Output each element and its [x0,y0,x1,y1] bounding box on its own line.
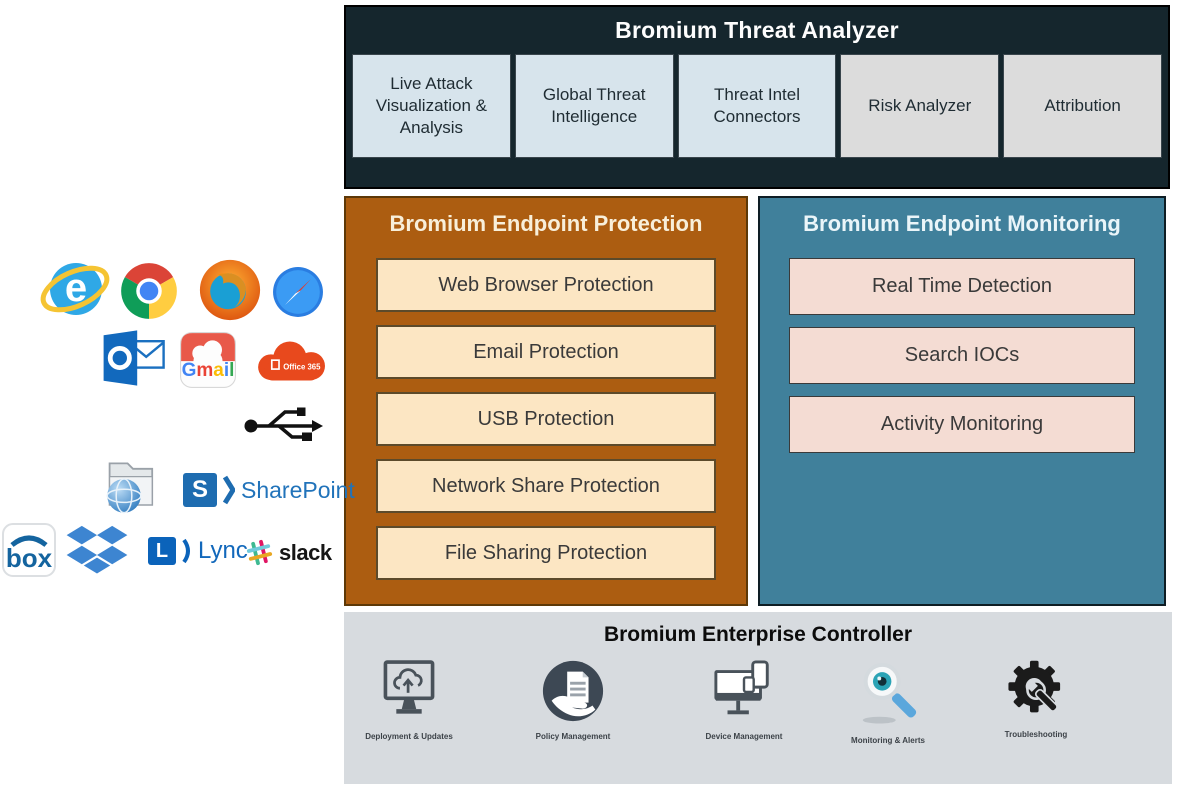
sharepoint-bracket-icon [223,475,235,505]
module-threat-intel-connectors: Threat Intel Connectors [677,54,837,158]
device-management-icon [712,658,776,724]
endpoint-protection-panel: Bromium Endpoint Protection Web Browser … [344,196,748,606]
function-monitoring-alerts: Monitoring & Alerts [818,658,958,745]
svg-text:e: e [65,266,87,310]
safari-icon [272,266,324,323]
box-icon: box [2,523,56,584]
policy-management-icon [540,658,606,724]
deployment-updates-icon [380,658,438,724]
sharepoint-label: SharePoint [241,476,355,503]
function-label: Deployment & Updates [365,732,453,741]
item-email-protection: Email Protection [376,325,716,379]
item-file-sharing-protection: File Sharing Protection [376,526,716,580]
office365-icon: Office 365 [252,338,330,389]
enterprise-controller-title: Bromium Enterprise Controller [603,623,913,646]
network-share-icon [100,452,160,523]
slack-label: slack [279,539,332,565]
function-label: Monitoring & Alerts [851,736,925,745]
item-real-time-detection: Real Time Detection [789,258,1135,315]
item-network-share-protection: Network Share Protection [376,459,716,513]
svg-text:box: box [6,543,53,573]
module-risk-analyzer: Risk Analyzer [840,54,1000,158]
endpoint-protection-title: Bromium Endpoint Protection [389,211,703,236]
firefox-icon [198,258,262,327]
function-label: Device Management [705,732,783,741]
threat-analyzer-modules: Live Attack Visualization & Analysis Glo… [352,54,1162,158]
slack-icon: slack [246,539,332,566]
gmail-label: Gmail [181,360,235,381]
threat-analyzer-title: Bromium Threat Analyzer [615,17,899,43]
threat-analyzer-panel: Bromium Threat Analyzer Live Attack Visu… [344,5,1170,189]
function-troubleshooting: Troubleshooting [966,658,1106,739]
module-global-threat-intelligence: Global Threat Intelligence [514,54,674,158]
enterprise-controller-panel: Bromium Enterprise Controller Deployment… [344,612,1172,784]
monitoring-alerts-icon [856,658,920,724]
gmail-icon: Gmail [180,332,236,393]
dropbox-icon [64,524,130,583]
troubleshooting-icon [1005,658,1067,724]
endpoint-monitoring-panel: Bromium Endpoint Monitoring Real Time De… [758,196,1166,606]
sharepoint-icon: S SharePoint [183,473,355,507]
function-device-management: Device Management [674,658,814,741]
internet-explorer-icon: e [38,256,112,327]
module-attribution: Attribution [1003,54,1162,158]
lync-bracket-icon [182,538,190,564]
function-deployment-updates: Deployment & Updates [339,658,479,741]
item-web-browser-protection: Web Browser Protection [376,258,716,312]
outlook-icon [100,328,166,393]
item-search-iocs: Search IOCs [789,327,1135,384]
endpoint-monitoring-title: Bromium Endpoint Monitoring [803,211,1121,236]
function-label: Policy Management [535,732,611,741]
function-label: Troubleshooting [1004,730,1068,739]
item-usb-protection: USB Protection [376,392,716,446]
chrome-icon [120,262,178,325]
lync-label: Lync [198,537,248,564]
sharepoint-logo-square: S [183,473,217,507]
item-activity-monitoring: Activity Monitoring [789,396,1135,453]
function-policy-management: Policy Management [503,658,643,741]
lync-logo-square: L [148,537,176,565]
lync-icon: L Lync [148,537,248,565]
usb-icon [243,397,323,450]
slack-hash-icon [246,539,273,566]
module-live-attack-visualization: Live Attack Visualization & Analysis [352,54,511,158]
svg-text:Office 365: Office 365 [283,362,321,371]
